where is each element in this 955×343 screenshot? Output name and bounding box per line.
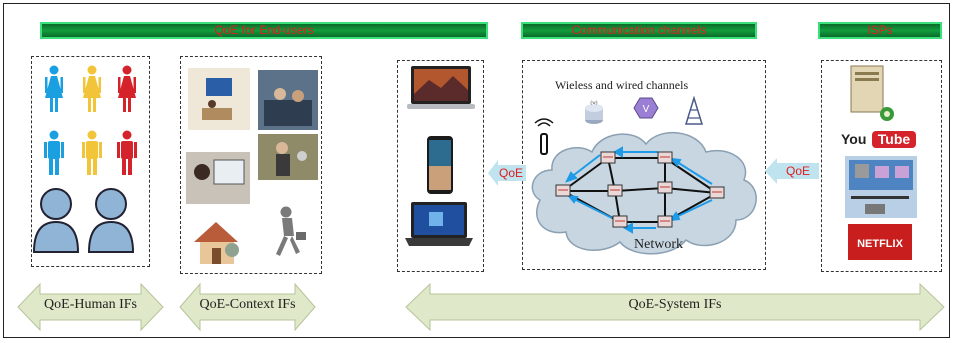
- system-ifs-label: QoE-System IFs: [628, 297, 722, 312]
- router-node-icon: [657, 181, 673, 194]
- computer-user-photo: [186, 152, 250, 204]
- router-node-icon: [600, 151, 616, 164]
- person-woman-icon: [83, 65, 101, 112]
- user-avatar-icon: [87, 188, 135, 253]
- smartphone-icon: [427, 136, 453, 194]
- laptop-icon: [407, 66, 475, 109]
- context-group-box: [180, 56, 322, 274]
- user-avatar-icon: [32, 188, 80, 253]
- person-woman-icon: [118, 65, 136, 112]
- router-node-icon: [612, 215, 628, 228]
- devices-group-box: [397, 60, 484, 272]
- youtube-logo: You Tube: [841, 131, 916, 148]
- banner-channels: Communication channels: [521, 22, 757, 39]
- isp-icons: You Tube NETFLIX: [841, 65, 917, 260]
- running-businessman-icon: [276, 206, 306, 256]
- person-man-icon: [117, 130, 137, 175]
- context-ifs-label: QoE-Context IFs: [199, 297, 296, 312]
- router-node-icon: [657, 215, 673, 228]
- core-router-icon: V: [633, 97, 659, 119]
- device-images: [405, 66, 475, 246]
- netflix-logo: NETFLIX: [848, 224, 912, 260]
- netflix-text: NETFLIX: [857, 238, 903, 250]
- antenna-icon: [534, 118, 554, 155]
- svg-text:V: V: [643, 104, 650, 115]
- banner-end-users: QoE for End-users: [40, 22, 488, 39]
- router-node-icon: [709, 186, 725, 199]
- wifi-router-icon: (w): [585, 101, 603, 124]
- home-icon: [194, 222, 239, 264]
- person-man-icon: [44, 130, 64, 175]
- qoe-label-left: QoE: [499, 166, 523, 180]
- qoe-arrow-left: QoE: [488, 160, 526, 186]
- human-ifs-label: QoE-Human IFs: [44, 297, 137, 312]
- network-diagram: Wieless and wired channels (w) V: [531, 78, 757, 255]
- traffic-flows: [565, 146, 713, 234]
- cell-tower-icon: [684, 95, 704, 125]
- human-ifs-arrow: [17, 282, 164, 332]
- router-nodes: [555, 151, 725, 228]
- youtube-you-text: You: [841, 131, 866, 147]
- banner-isps: ISPs: [818, 22, 942, 39]
- person-man-icon: [82, 130, 102, 175]
- channels-caption: Wieless and wired channels: [555, 78, 688, 92]
- svg-text:(w): (w): [591, 101, 598, 106]
- server-icon: [850, 65, 894, 121]
- human-group-box: [31, 56, 150, 267]
- network-label: Network: [634, 237, 683, 252]
- router-node-icon: [555, 184, 571, 197]
- airplane-passengers-photo: [258, 70, 318, 130]
- qoe-label-right: QoE: [786, 164, 810, 178]
- tv-viewing-photo: [188, 68, 250, 130]
- notebook-icon: [405, 202, 473, 246]
- router-node-icon: [607, 184, 623, 197]
- qoe-arrow-right: QoE: [765, 158, 819, 184]
- youtube-tube-text: Tube: [878, 131, 911, 147]
- context-ifs-arrow: [179, 282, 316, 332]
- router-node-icon: [657, 151, 673, 164]
- system-ifs-arrow: [405, 282, 945, 332]
- outer-frame: [3, 3, 950, 338]
- person-woman-icon: [45, 65, 63, 112]
- outdoor-walkers-photo: [258, 134, 318, 180]
- context-images: [186, 68, 318, 264]
- isp-group-box: [821, 60, 942, 272]
- human-figures: [32, 65, 137, 253]
- data-center-icon: [845, 156, 917, 218]
